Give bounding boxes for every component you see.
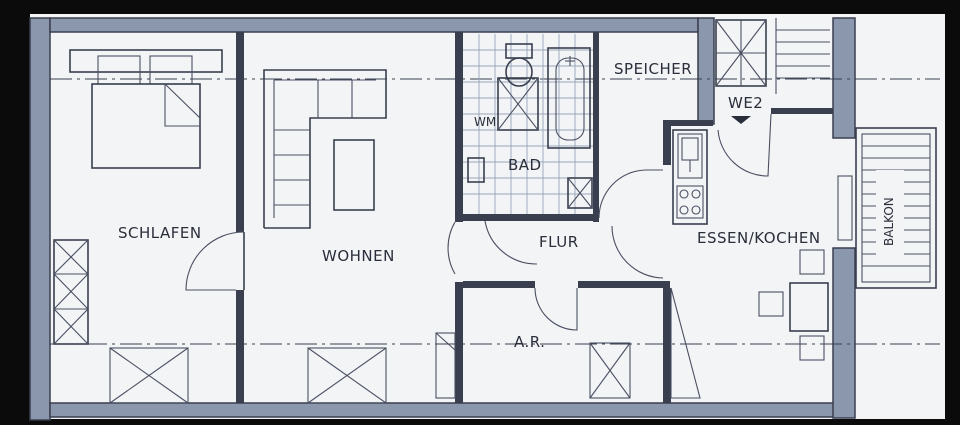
- toilet-icon: [505, 43, 533, 87]
- door-wohnen-icon: [447, 221, 456, 275]
- coffee-table-icon: [333, 139, 375, 211]
- room-label-wohnen: WOHNEN: [322, 247, 395, 265]
- bed-icon: [69, 49, 223, 169]
- ar-cabinet-icon: [435, 332, 456, 399]
- interior-walls: [236, 32, 833, 403]
- door-ar-icon: [534, 287, 578, 331]
- label-we2: WE2: [728, 94, 763, 112]
- door-kochen-icon: [611, 225, 664, 279]
- room-label-flur: FLUR: [539, 233, 579, 251]
- room-label-ar: A.R.: [514, 333, 545, 351]
- window-ar-icon: [589, 342, 631, 399]
- window-wohnen-icon: [307, 347, 387, 404]
- entrance-arrow-icon: [731, 116, 751, 124]
- room-label-balkon: BALKON: [882, 197, 896, 246]
- ar-shelf-icon: [670, 287, 701, 399]
- dining-table-icon: [758, 249, 829, 361]
- door-we2-icon: [717, 113, 772, 177]
- door-bad-icon: [484, 220, 538, 265]
- sink-icon: [467, 157, 485, 183]
- room-label-essen-kochen: ESSEN/KOCHEN: [697, 229, 821, 247]
- door-speicher-icon: [598, 169, 663, 219]
- sofa-icon: [263, 69, 387, 229]
- room-label-speicher: SPEICHER: [614, 60, 692, 78]
- staircase-icon: [715, 18, 830, 94]
- room-label-bad: BAD: [508, 156, 542, 174]
- balcony-icon: [837, 127, 937, 289]
- window-schlafen-icon: [109, 347, 189, 404]
- outer-walls: [29, 17, 856, 421]
- cabinet-bad-icon: [567, 177, 593, 209]
- bathtub-icon: [547, 47, 591, 149]
- kitchen-counter-icon: [672, 129, 708, 225]
- shelf-icon: [53, 239, 89, 345]
- shower-icon: [497, 77, 539, 131]
- door-schlafen-icon: [185, 231, 245, 291]
- label-wm: WM: [474, 115, 496, 129]
- room-label-schlafen: SCHLAFEN: [118, 224, 202, 242]
